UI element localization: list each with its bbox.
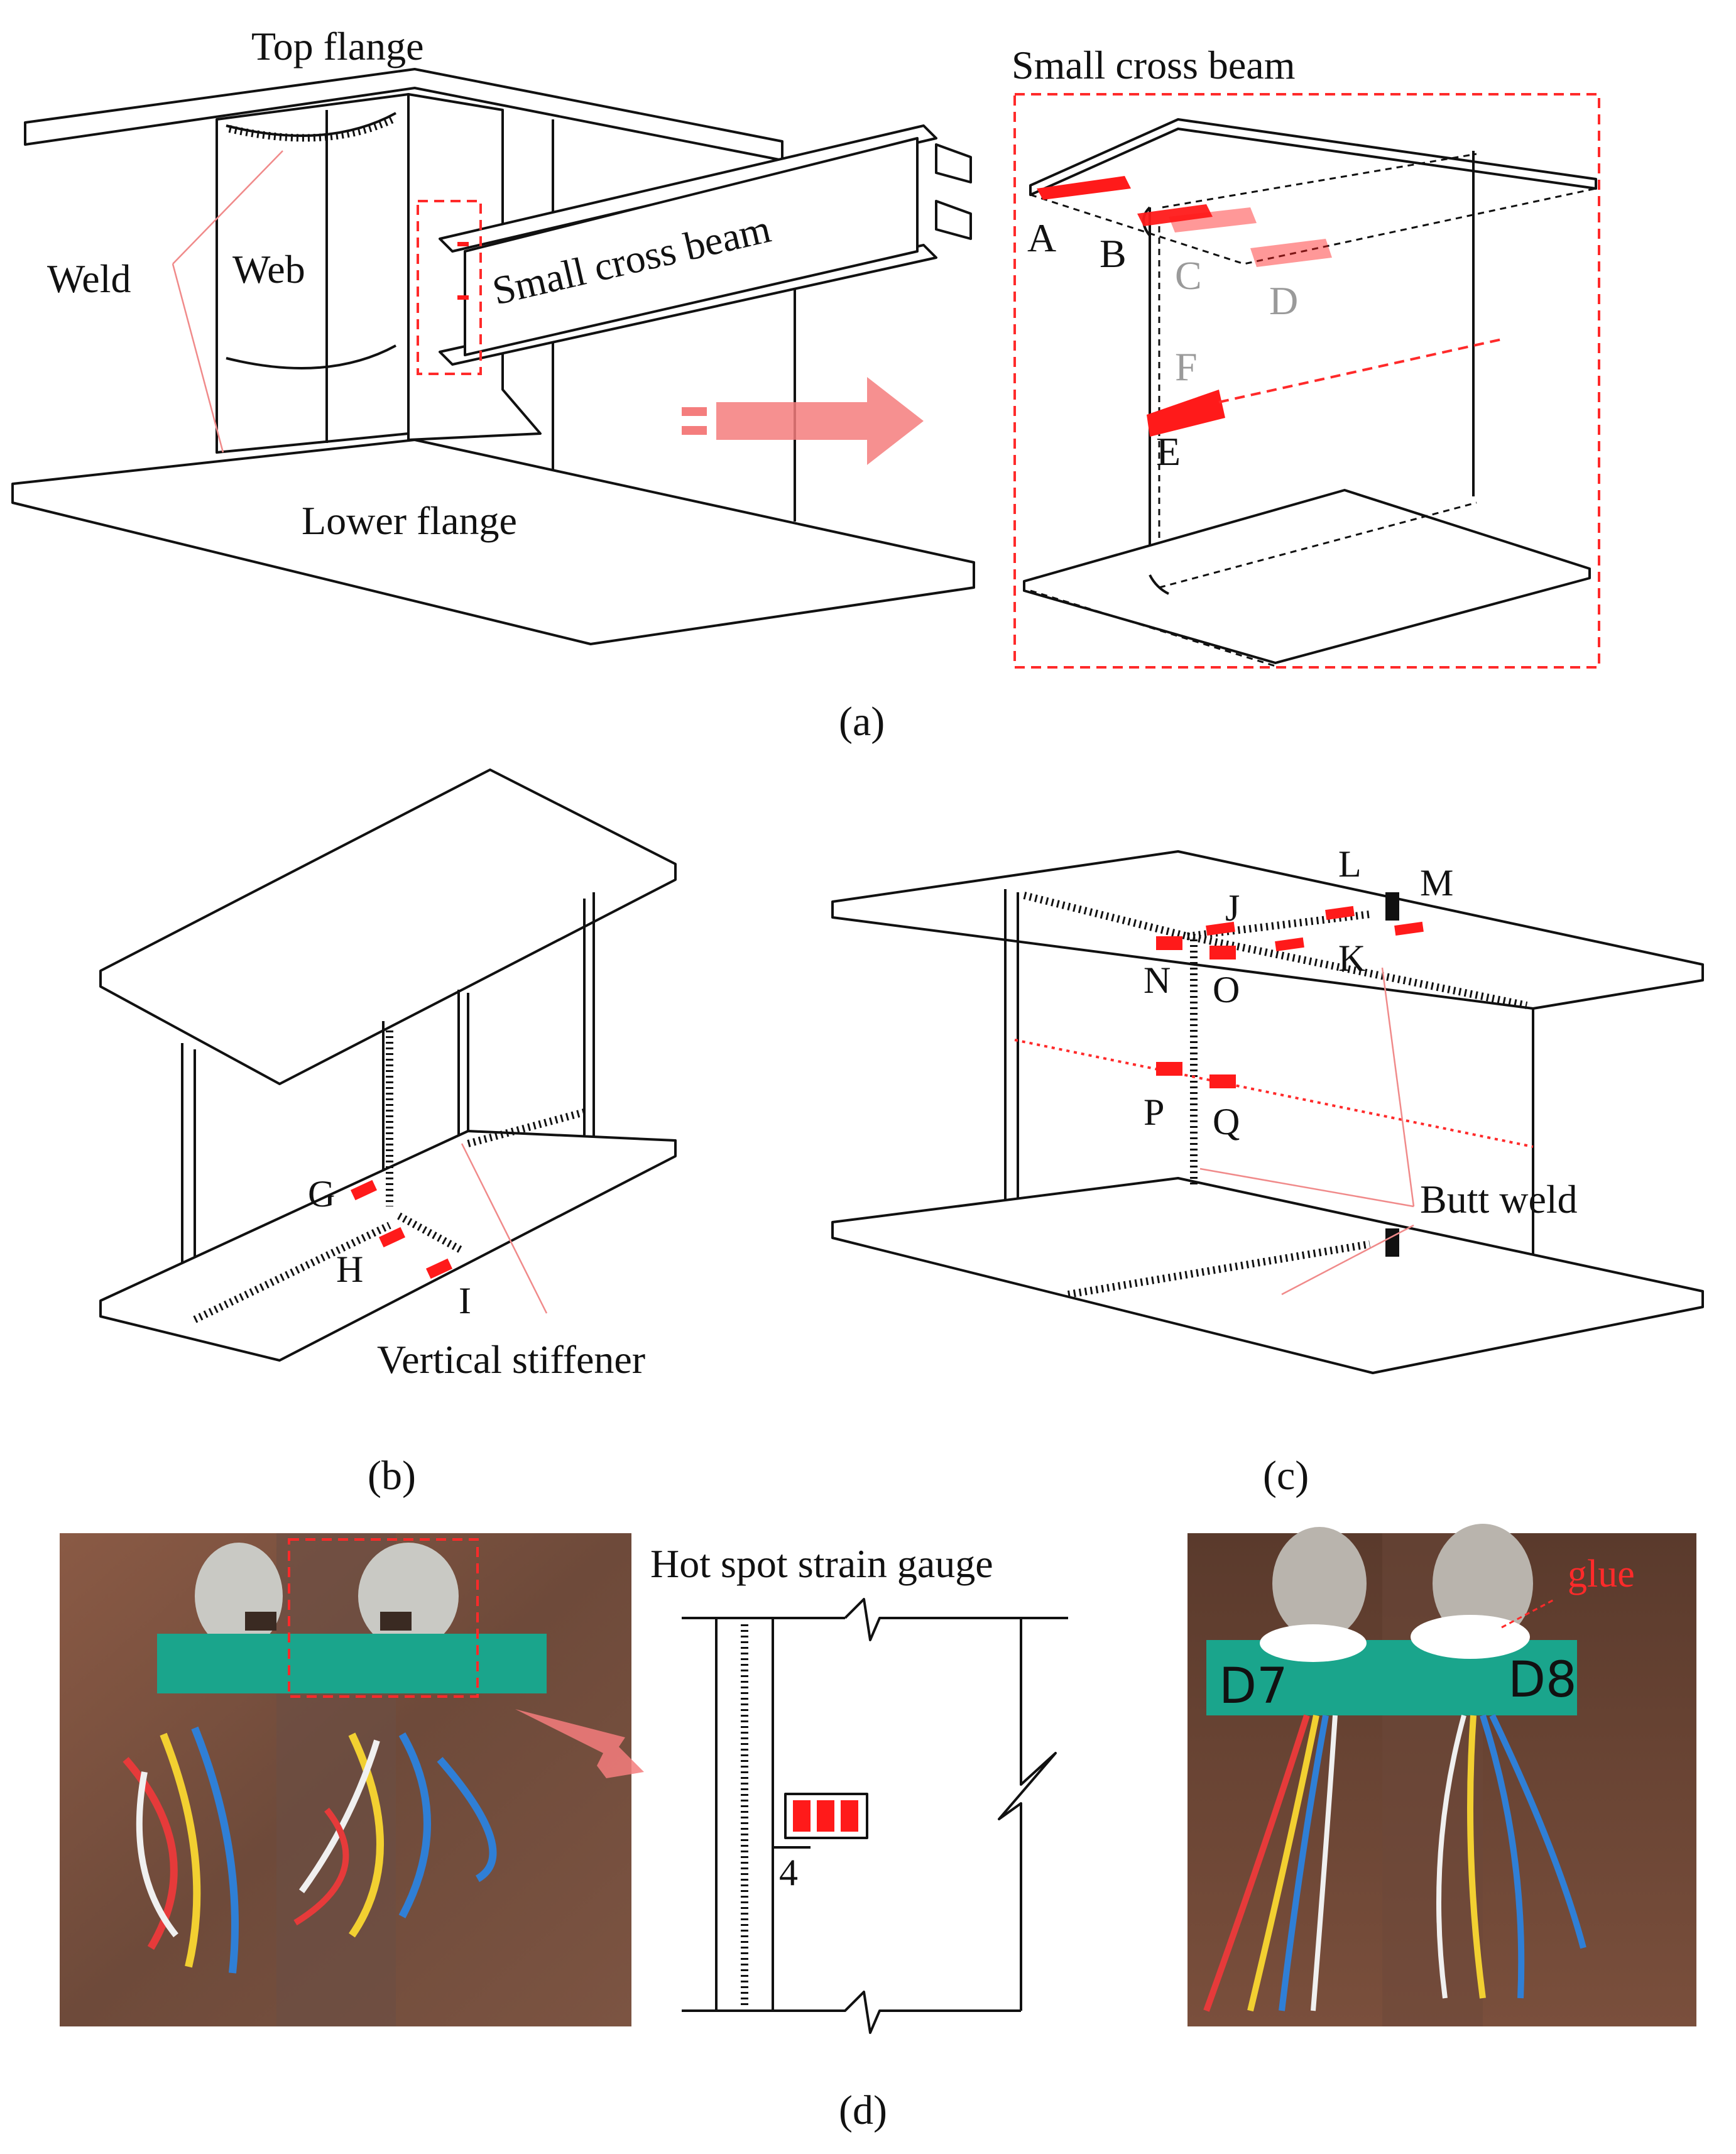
point-i: I: [459, 1280, 471, 1321]
point-b: B: [1100, 231, 1127, 276]
cross-beam-member: [439, 124, 972, 366]
point-k: K: [1338, 938, 1365, 979]
arrow-to-detail: [682, 377, 924, 465]
label-dimension-4: 4: [779, 1852, 798, 1893]
point-m: M: [1420, 862, 1453, 904]
point-p: P: [1144, 1091, 1164, 1133]
tag-d8: D8: [1508, 1652, 1577, 1708]
point-d: D: [1269, 278, 1298, 323]
label-butt-weld: Butt weld: [1420, 1177, 1578, 1222]
point-e: E: [1156, 429, 1181, 474]
label-weld: Weld: [47, 256, 131, 301]
panel-c-butt-weld-drawing: [831, 850, 1704, 1374]
point-a: A: [1027, 216, 1056, 260]
point-j: J: [1225, 887, 1240, 929]
point-l: L: [1338, 843, 1362, 885]
caption-c: (c): [1263, 1453, 1309, 1499]
point-f: F: [1175, 344, 1198, 389]
photo-right-glued: [1187, 1524, 1696, 2026]
hot-spot-sketch: [682, 1598, 1068, 2034]
point-g: G: [308, 1173, 335, 1215]
panel-b-stiffener-drawing: [99, 768, 677, 1362]
label-glue: glue: [1568, 1553, 1635, 1595]
label-web: Web: [232, 247, 305, 292]
label-lower-flange: Lower flange: [302, 498, 517, 543]
caption-a: (a): [839, 699, 885, 745]
photo-left-gauges: [60, 1533, 644, 2026]
label-top-flange: Top flange: [251, 24, 424, 68]
point-h: H: [336, 1249, 363, 1290]
point-n: N: [1144, 959, 1171, 1001]
point-o: O: [1213, 969, 1240, 1010]
label-hot-spot-gauge: Hot spot strain gauge: [650, 1541, 993, 1586]
tag-d7: D7: [1219, 1658, 1288, 1715]
panel-a-girder-drawing: [11, 68, 975, 645]
caption-d: (d): [839, 2087, 887, 2133]
panel-a-detail: [1013, 93, 1600, 669]
point-q: Q: [1213, 1101, 1240, 1142]
label-detail-title: Small cross beam: [1012, 43, 1295, 87]
caption-b: (b): [368, 1453, 416, 1499]
point-c: C: [1175, 253, 1202, 298]
label-vertical-stiffener: Vertical stiffener: [377, 1337, 645, 1382]
